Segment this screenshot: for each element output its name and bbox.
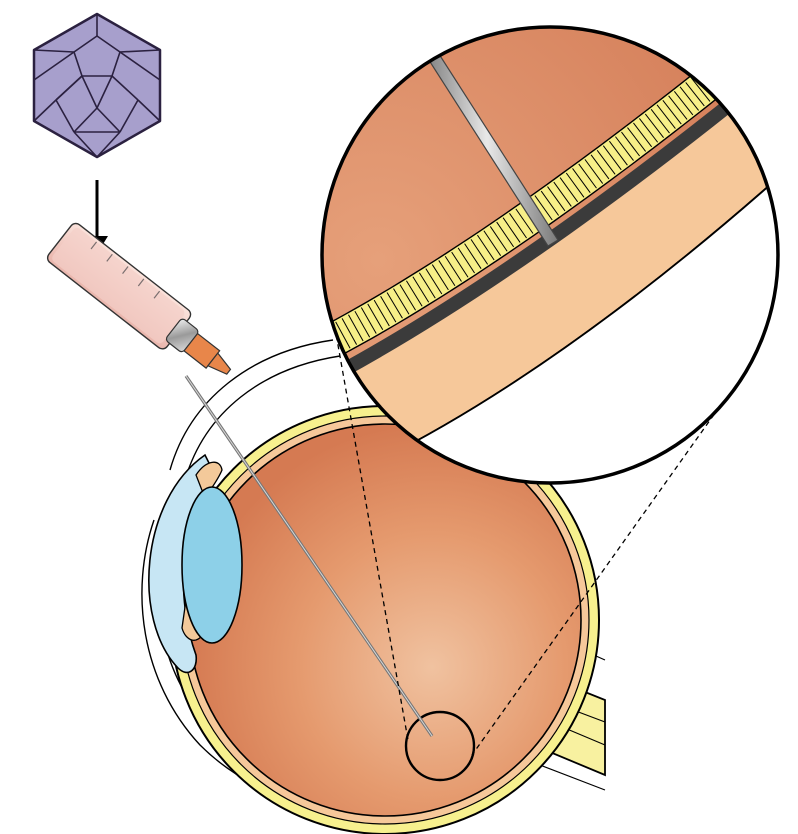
magnified-retina-inset [320,25,780,485]
photoreceptor-cell [502,217,521,243]
photoreceptor-cell [584,159,604,184]
anterior-segment [148,453,243,674]
photoreceptor-cell [380,296,397,323]
photoreceptor-cell [633,122,653,148]
photoreceptor-cell [496,221,515,248]
photoreceptor-cell [739,38,760,63]
photoreceptor-cell [644,113,664,138]
photoreceptor-cell [335,321,351,349]
photoreceptor-cell [723,51,744,76]
photoreceptor-cell [457,247,475,274]
photoreceptor-cell [565,172,585,198]
photoreceptor-cell [578,163,597,189]
photoreceptor-cell [412,276,430,303]
photoreceptor-cell [729,47,749,72]
photoreceptor-cell [451,251,469,278]
magnification-lines [329,299,736,756]
photoreceptor-cell [553,181,572,207]
syringe [46,222,232,375]
photoreceptor-cell [750,30,770,54]
photoreceptor-cell [627,127,647,152]
virus-particle-icon [32,12,162,159]
photoreceptor-cell [489,226,508,252]
photoreceptor-cell [431,264,449,291]
photoreceptor-cell [367,303,384,331]
photoreceptor-cell [650,109,670,134]
inset-circle-border [320,25,780,485]
photoreceptor-band-edge-top [337,54,772,358]
photoreceptor-cell [656,104,676,129]
photoreceptor-cell [373,299,390,327]
photoreceptor-cell [477,234,495,261]
photoreceptor-cell [348,314,364,342]
photoreceptor-cell [559,177,579,203]
photoreceptor-cell [638,118,659,143]
photoreceptor-cell [515,208,534,234]
photoreceptor-cell [615,136,634,161]
photoreceptor-cell [602,145,622,171]
photoreceptor-cell [444,256,462,282]
photoreceptor-cell [509,213,527,239]
lens [181,486,243,644]
photoreceptor-cell [608,140,628,166]
photoreceptor-cell [470,239,489,265]
photoreceptor-band-edge-bottom [322,28,750,328]
photoreceptor-cell [572,168,591,193]
photoreceptor-cell [734,42,755,67]
photoreceptor-cell [679,86,699,111]
photoreceptor-cell [621,131,640,157]
photoreceptor-cell [399,284,416,311]
photoreceptor-cell [406,280,423,307]
photoreceptor-cell [690,77,711,102]
photoreceptor-cell [590,154,610,180]
photoreceptor-cell [668,95,688,120]
photoreceptor-cell [341,318,358,345]
photoreceptor-cell [713,60,733,85]
photoreceptor-cell [547,186,566,212]
photoreceptor-cell [483,230,502,256]
photoreceptor-cell [418,272,436,299]
photoreceptor-cell [744,34,765,59]
photoreceptor-cell [707,64,728,89]
photoreceptor-cell [438,260,456,286]
photoreceptor-cell [685,82,705,107]
photoreceptor-cell [425,268,443,295]
photoreceptor-cell [673,91,694,116]
photoreceptor-cell [534,195,553,221]
photoreceptor-cell [386,292,403,319]
photoreceptor-cell [354,310,371,338]
injection-site-circle [404,710,476,782]
photoreceptor-cell [718,55,739,80]
photoreceptor-cell [360,307,377,334]
photoreceptor-cell [662,100,682,125]
photoreceptor-cell [393,288,410,315]
photoreceptor-cell [596,149,616,175]
photoreceptor-cell [464,243,482,269]
photoreceptor-cell [540,190,560,216]
